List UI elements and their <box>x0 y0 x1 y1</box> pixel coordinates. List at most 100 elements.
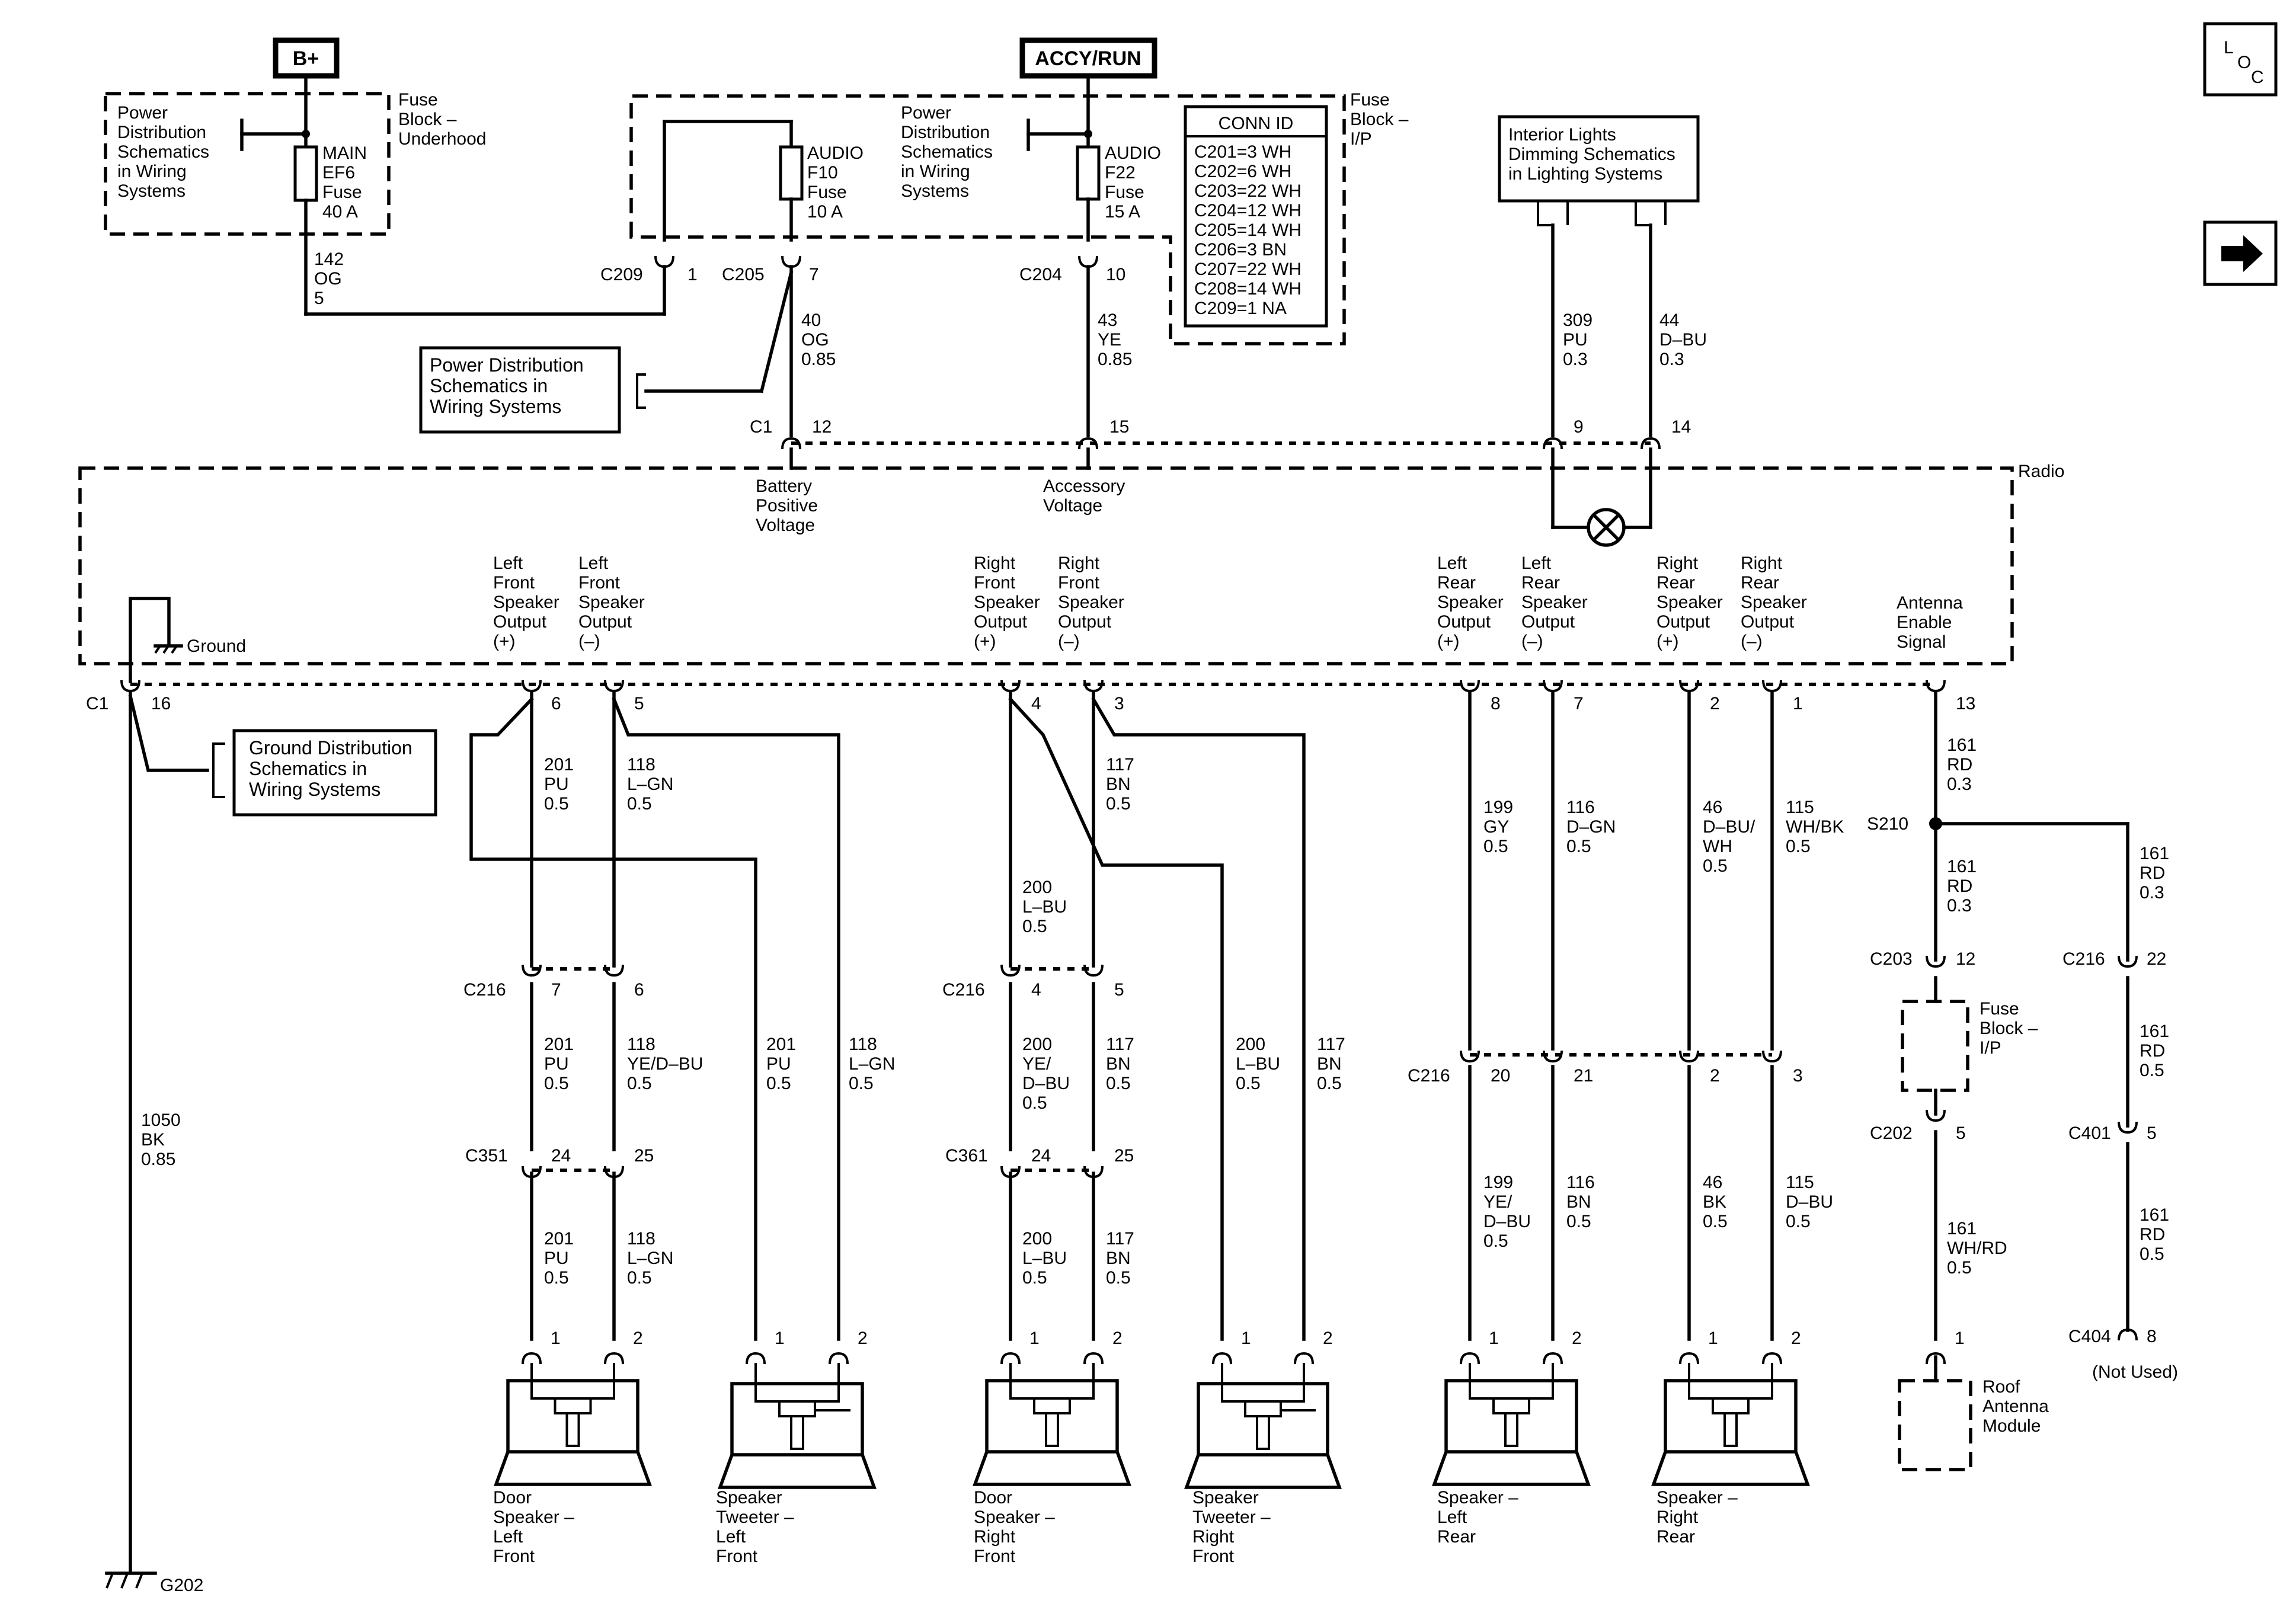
antenna-pin <box>1926 1352 1946 1365</box>
connector-pin <box>1926 955 1946 968</box>
door-speaker-left-front <box>494 1363 652 1486</box>
c204-label: C204 <box>1019 265 1062 284</box>
speaker-wiring <box>469 692 2138 1471</box>
chassis-ground-icon <box>154 644 183 654</box>
speaker-pin-number: 2 <box>633 1329 643 1348</box>
connector-pin <box>1679 1050 1699 1063</box>
c216-ant-label: C216 <box>2062 949 2105 969</box>
radio-ground-label: Ground <box>187 636 246 656</box>
connector-pin <box>1543 680 1563 693</box>
speaker-pin <box>1212 1352 1232 1365</box>
speaker-right-rear <box>1651 1363 1810 1486</box>
svg-text:O: O <box>2237 53 2251 72</box>
c404-label: C404 <box>2068 1327 2111 1346</box>
c1-pin-1: 1 <box>1793 694 1803 713</box>
connector-pin <box>120 680 140 693</box>
c216-pin20: 20 <box>1491 1066 1510 1086</box>
c209-label: C209 <box>600 265 643 284</box>
connector-pin <box>522 680 542 693</box>
speaker-pin-number: 2 <box>858 1329 868 1348</box>
speaker-left-rear <box>1432 1363 1591 1486</box>
c1-pin-16: 16 <box>151 694 171 713</box>
c401-label: C401 <box>2068 1124 2111 1143</box>
speaker-pin-number: 1 <box>775 1329 785 1348</box>
c216-pin3: 3 <box>1793 1066 1803 1086</box>
conn-id-title: CONN ID <box>1219 114 1294 133</box>
speaker-pin-number: 1 <box>1029 1329 1040 1348</box>
svg-text:L: L <box>2224 38 2234 57</box>
c216-rear-label: C216 <box>1408 1066 1450 1086</box>
splice-s210 <box>1929 817 1942 830</box>
c401-pin: 5 <box>2147 1124 2157 1143</box>
c209-pin: 1 <box>687 265 698 284</box>
speaker-pin-number: 2 <box>1572 1329 1582 1348</box>
connector-pin <box>604 964 624 977</box>
c1-pin-15: 15 <box>1109 417 1129 437</box>
c204-pin: 10 <box>1106 265 1125 284</box>
fuse-audio-f22 <box>1076 145 1101 201</box>
conn-id-box <box>1184 105 1328 328</box>
c1-pin-13: 13 <box>1956 694 1975 713</box>
ground-distribution-ref-box[interactable] <box>232 729 437 817</box>
c404-pin: 8 <box>2147 1327 2157 1346</box>
next-page-arrow-icon[interactable] <box>2203 220 2278 286</box>
speaker-pin-number: 2 <box>1791 1329 1801 1348</box>
speaker-pin-number: 2 <box>1323 1329 1333 1348</box>
power-distribution-ref-box[interactable] <box>419 346 621 434</box>
loc-icon[interactable]: L O C <box>2203 22 2278 97</box>
c1-pin-14: 14 <box>1671 417 1691 437</box>
speaker-pin-number: 2 <box>1112 1329 1123 1348</box>
c216-pin21: 21 <box>1574 1066 1593 1086</box>
radio-module-box <box>78 466 2014 665</box>
speaker-pin-number: 1 <box>1241 1329 1251 1348</box>
speaker-pin-number: 1 <box>1489 1329 1499 1348</box>
dimming-lamp-icon <box>1587 508 1626 547</box>
c361-pin25: 25 <box>1114 1146 1134 1166</box>
c361-label: C361 <box>945 1146 988 1166</box>
speaker-pin <box>604 1352 624 1365</box>
c216-lf-pin7: 7 <box>551 980 561 1000</box>
speaker-pin <box>522 1352 542 1365</box>
connector-pin <box>1000 964 1021 977</box>
c351-pin24: 24 <box>551 1146 571 1166</box>
c216-lf-pin6: 6 <box>634 980 644 1000</box>
c1-pin-8: 8 <box>1491 694 1501 713</box>
fuse-block-ip <box>629 94 1346 345</box>
radio-c1-top-row <box>781 437 1661 547</box>
connector-pin <box>522 964 542 977</box>
interior-lights-ref-box[interactable] <box>1498 115 1700 203</box>
